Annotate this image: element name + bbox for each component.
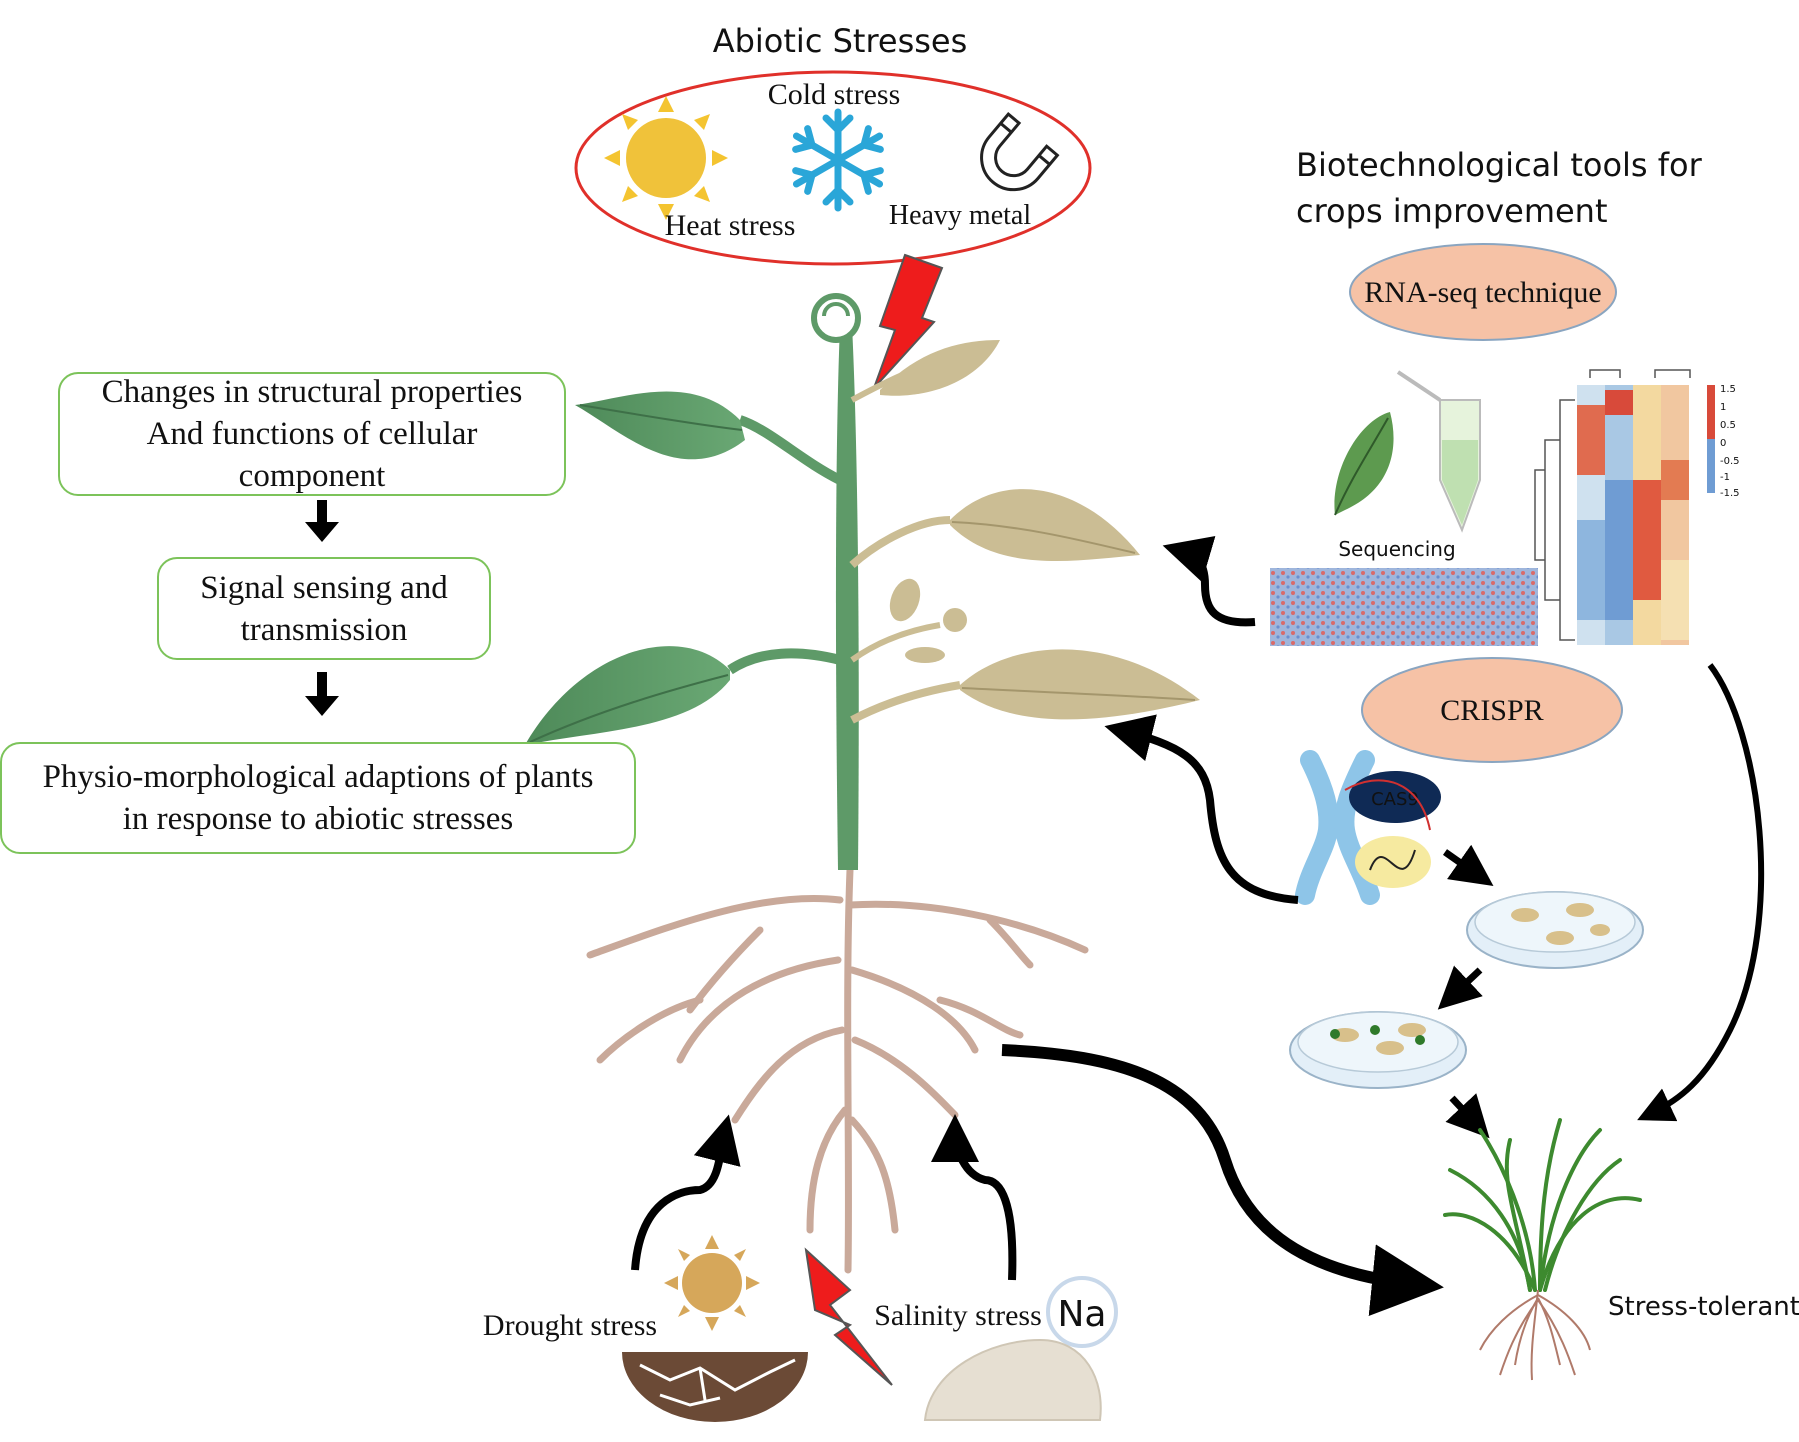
lightning-bolt-bottom xyxy=(804,1247,893,1386)
snowflake-icon xyxy=(790,108,885,208)
heatmap-legend-label: 1 xyxy=(1720,402,1726,413)
crispr-to-leaf-arrow xyxy=(1104,714,1299,904)
heatmap-legend-label: -1 xyxy=(1720,472,1730,483)
process-box-line: component xyxy=(238,458,386,494)
petri-dish-1 xyxy=(1466,891,1644,969)
salinity-stress-label: Salinity stress xyxy=(874,1299,1042,1332)
salt-pile-icon xyxy=(923,1338,1102,1421)
sodium-symbol: Na xyxy=(1058,1294,1107,1335)
plant-illustration xyxy=(525,293,1200,1274)
rnaseq-ellipse xyxy=(1349,243,1617,341)
heavy-metal-label: Heavy metal xyxy=(889,200,1031,231)
drought-sun-icon xyxy=(664,1235,760,1331)
heatmap-legend-label: 1.5 xyxy=(1720,384,1736,395)
step-arrow-3 xyxy=(1445,1093,1490,1139)
process-box-signal-sensing: Signal sensing and transmission xyxy=(157,557,491,660)
crispr-label: CRISPR xyxy=(1440,694,1543,727)
crispr-ellipse xyxy=(1361,657,1623,763)
lightning-bolt-top xyxy=(873,253,944,389)
heatmap-to-result-arrow xyxy=(1637,663,1765,1122)
process-box-line: in response to abiotic stresses xyxy=(122,801,514,837)
heatmap-legend-label: 0 xyxy=(1720,438,1726,449)
cold-stress-label: Cold stress xyxy=(768,78,901,111)
process-box-line: And functions of cellular xyxy=(146,416,478,452)
drought-stress-label: Drought stress xyxy=(483,1309,657,1342)
biotech-heading-line1: Biotechnological tools for xyxy=(1296,146,1703,184)
process-box-line: transmission xyxy=(240,611,408,648)
cracked-soil-icon xyxy=(622,1352,808,1422)
sodium-badge xyxy=(1046,1276,1118,1348)
salinity-arrow xyxy=(931,1114,1017,1281)
process-box-line: Changes in structural properties xyxy=(101,374,523,410)
roots-to-result-arrow xyxy=(1001,1044,1444,1317)
process-box-line: Physio-morphological adaptions of plants xyxy=(42,759,594,795)
heatmap-legend-label: -0.5 xyxy=(1720,456,1740,467)
drought-arrow xyxy=(631,1114,741,1271)
heatmap xyxy=(1534,369,1691,645)
heat-stress-label: Heat stress xyxy=(665,209,796,242)
process-box-line: Signal sensing and xyxy=(200,569,448,606)
biotech-heading-line2: crops improvement xyxy=(1296,192,1608,230)
diagram-title: Abiotic Stresses xyxy=(713,22,968,60)
petri-dish-2 xyxy=(1289,1011,1467,1089)
step-arrow-1 xyxy=(1442,844,1494,887)
process-arrow-2 xyxy=(305,672,339,716)
chromosome-cas9-icon: CAS9 xyxy=(1295,750,1441,905)
step-arrow-2 xyxy=(1437,965,1483,1010)
rnaseq-to-leaf-arrow xyxy=(1162,536,1256,627)
sequencing-image xyxy=(1270,568,1538,646)
stress-tolerant-plant-icon xyxy=(1443,1118,1642,1381)
test-tube-icon xyxy=(1396,370,1481,533)
process-box-adaptations: Physio-morphological adaptions of plants… xyxy=(0,742,636,854)
sequencing-label: Sequencing xyxy=(1338,537,1455,561)
cas9-label: CAS9 xyxy=(1371,789,1419,810)
heatmap-legend-label: -1.5 xyxy=(1720,488,1740,499)
process-box-structural-changes: Changes in structural properties And fun… xyxy=(58,372,566,496)
sun-icon xyxy=(604,96,728,220)
process-arrow-1 xyxy=(305,500,339,542)
leaf-sample-icon xyxy=(1334,412,1394,516)
heatmap-legend: 1.5 1 0.5 0 -0.5 -1 -1.5 xyxy=(1707,384,1740,499)
magnet-icon xyxy=(980,111,1060,192)
heatmap-legend-label: 0.5 xyxy=(1720,420,1736,431)
stress-tolerant-label: Stress-tolerant xyxy=(1608,1292,1799,1322)
rnaseq-label: RNA-seq technique xyxy=(1364,276,1601,309)
